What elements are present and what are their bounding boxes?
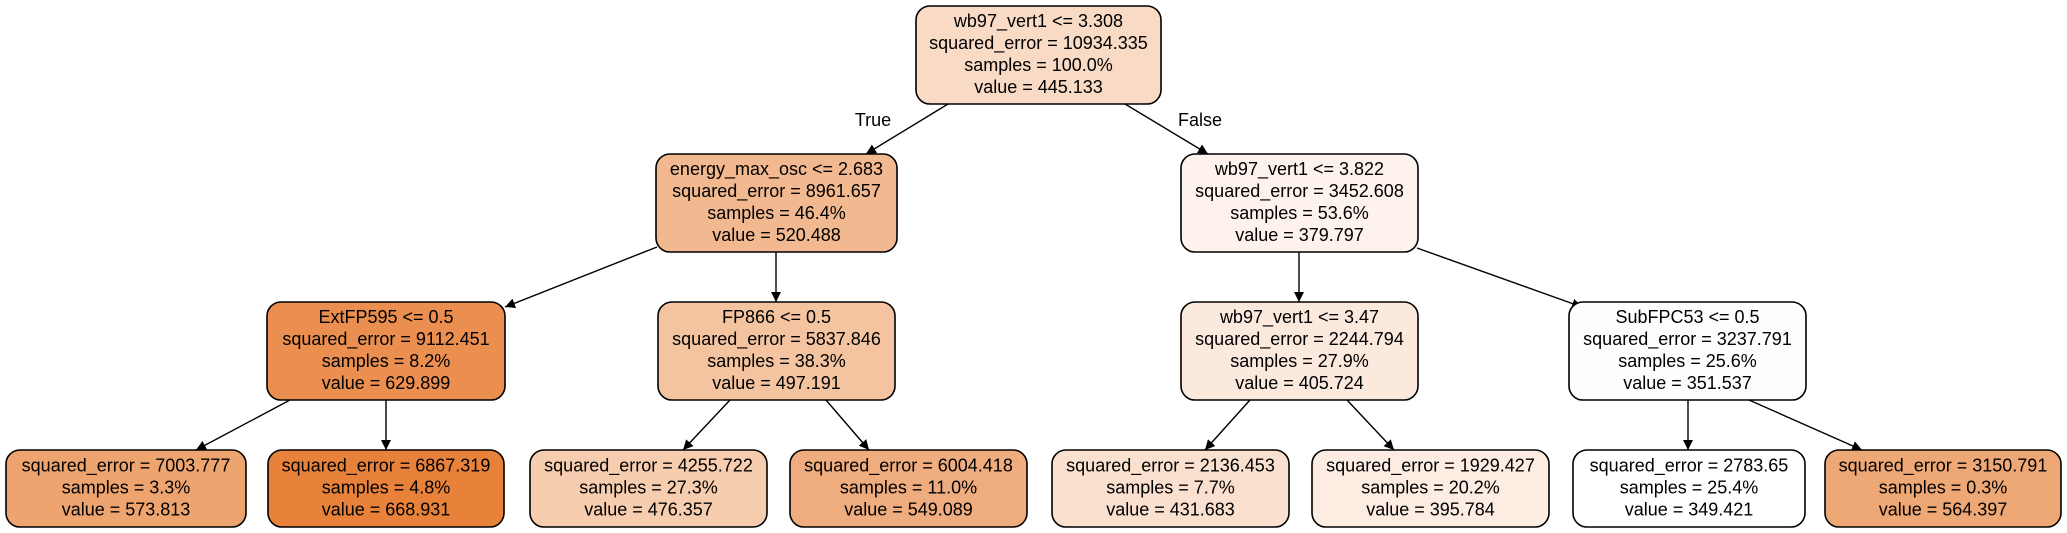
node-text-line: squared_error = 3452.608 bbox=[1195, 181, 1404, 202]
node-text-line: ExtFP595 <= 0.5 bbox=[318, 307, 453, 327]
node-text-line: energy_max_osc <= 2.683 bbox=[670, 159, 883, 180]
node-text-line: SubFPC53 <= 0.5 bbox=[1615, 307, 1759, 327]
node-text-line: squared_error = 10934.335 bbox=[929, 33, 1148, 54]
node-text-line: value = 351.537 bbox=[1623, 373, 1752, 393]
node-box bbox=[1572, 449, 1806, 528]
node-box bbox=[266, 301, 506, 401]
node-text-line: squared_error = 2783.65 bbox=[1590, 456, 1789, 477]
node-box bbox=[1824, 449, 2062, 528]
edges-layer: True False bbox=[195, 103, 1863, 451]
node-text-line: samples = 3.3% bbox=[62, 478, 191, 498]
edge-label-true: True bbox=[855, 110, 891, 130]
node-text-line: FP866 <= 0.5 bbox=[722, 307, 831, 327]
node-text-line: value = 431.683 bbox=[1106, 500, 1235, 520]
node-text-line: squared_error = 8961.657 bbox=[672, 181, 881, 202]
node-text-line: value = 497.191 bbox=[712, 373, 841, 393]
node-text-line: value = 445.133 bbox=[974, 77, 1103, 97]
node-text-line: wb97_vert1 <= 3.47 bbox=[1219, 307, 1379, 328]
edge-n5-n11 bbox=[1204, 399, 1251, 451]
node-text-line: value = 405.724 bbox=[1235, 373, 1364, 393]
node-text-line: samples = 27.3% bbox=[579, 478, 718, 498]
node-text-line: samples = 7.7% bbox=[1106, 478, 1235, 498]
node-text-line: samples = 8.2% bbox=[322, 351, 451, 371]
node-box bbox=[267, 449, 505, 528]
node-text-line: squared_error = 7003.777 bbox=[22, 456, 231, 477]
node-text-line: value = 629.899 bbox=[322, 373, 451, 393]
node-text-line: wb97_vert1 <= 3.822 bbox=[1214, 159, 1384, 180]
node-text-line: squared_error = 4255.722 bbox=[544, 456, 753, 477]
node-text-line: squared_error = 3150.791 bbox=[1839, 456, 2048, 477]
node-text-line: samples = 25.4% bbox=[1620, 478, 1759, 498]
node-text-line: squared_error = 6004.418 bbox=[804, 456, 1013, 477]
node-box bbox=[1180, 153, 1419, 253]
edge-n1-n3 bbox=[504, 246, 658, 308]
node-text-line: value = 395.784 bbox=[1366, 500, 1495, 520]
node-text-line: samples = 11.0% bbox=[840, 478, 977, 498]
node-box bbox=[1311, 449, 1550, 528]
edge-label-false: False bbox=[1178, 110, 1222, 130]
node-text-line: samples = 100.0% bbox=[964, 55, 1113, 75]
edge-n4-n10 bbox=[825, 399, 870, 451]
node-text-line: value = 549.089 bbox=[844, 500, 973, 520]
node-text-line: samples = 0.3% bbox=[1879, 478, 2008, 498]
edge-n2-n6 bbox=[1416, 247, 1583, 309]
node-box bbox=[1051, 449, 1290, 528]
node-text-line: squared_error = 5837.846 bbox=[672, 329, 881, 350]
node-text-line: samples = 38.3% bbox=[707, 351, 846, 371]
node-box bbox=[657, 301, 896, 401]
node-text-line: value = 573.813 bbox=[62, 500, 191, 520]
node-text-line: samples = 27.9% bbox=[1230, 351, 1369, 371]
node-text-line: squared_error = 2136.453 bbox=[1066, 456, 1275, 477]
node-text-line: value = 349.421 bbox=[1625, 500, 1754, 520]
node-text-line: squared_error = 9112.451 bbox=[282, 329, 489, 350]
edge-n5-n12 bbox=[1346, 399, 1395, 451]
node-text-line: samples = 25.6% bbox=[1618, 351, 1757, 371]
node-text-line: value = 668.931 bbox=[322, 500, 451, 520]
node-box bbox=[529, 449, 768, 528]
node-text-line: samples = 46.4% bbox=[707, 203, 846, 223]
node-box bbox=[5, 449, 247, 528]
node-box bbox=[1180, 301, 1419, 401]
node-text-line: samples = 4.8% bbox=[322, 478, 451, 498]
edge-n6-n14 bbox=[1748, 399, 1863, 451]
node-text-line: squared_error = 1929.427 bbox=[1326, 456, 1535, 477]
node-text-line: value = 564.397 bbox=[1879, 500, 2008, 520]
edge-n0-n1 bbox=[865, 103, 949, 155]
node-text-line: value = 520.488 bbox=[712, 225, 841, 245]
node-text-line: value = 379.797 bbox=[1235, 225, 1364, 245]
node-text-line: wb97_vert1 <= 3.308 bbox=[953, 11, 1123, 32]
node-text-line: samples = 20.2% bbox=[1361, 478, 1500, 498]
node-text-line: value = 476.357 bbox=[584, 500, 713, 520]
edge-n0-n2 bbox=[1124, 103, 1209, 155]
node-box bbox=[655, 153, 898, 253]
edge-n3-n7 bbox=[195, 399, 291, 451]
node-text-line: samples = 53.6% bbox=[1230, 203, 1369, 223]
node-box bbox=[915, 5, 1162, 105]
node-text-line: squared_error = 3237.791 bbox=[1583, 329, 1792, 350]
node-text-line: squared_error = 6867.319 bbox=[282, 456, 491, 477]
node-text-line: squared_error = 2244.794 bbox=[1195, 329, 1404, 350]
edge-n4-n9 bbox=[682, 399, 731, 451]
node-box bbox=[1568, 301, 1807, 401]
node-box bbox=[789, 449, 1028, 528]
